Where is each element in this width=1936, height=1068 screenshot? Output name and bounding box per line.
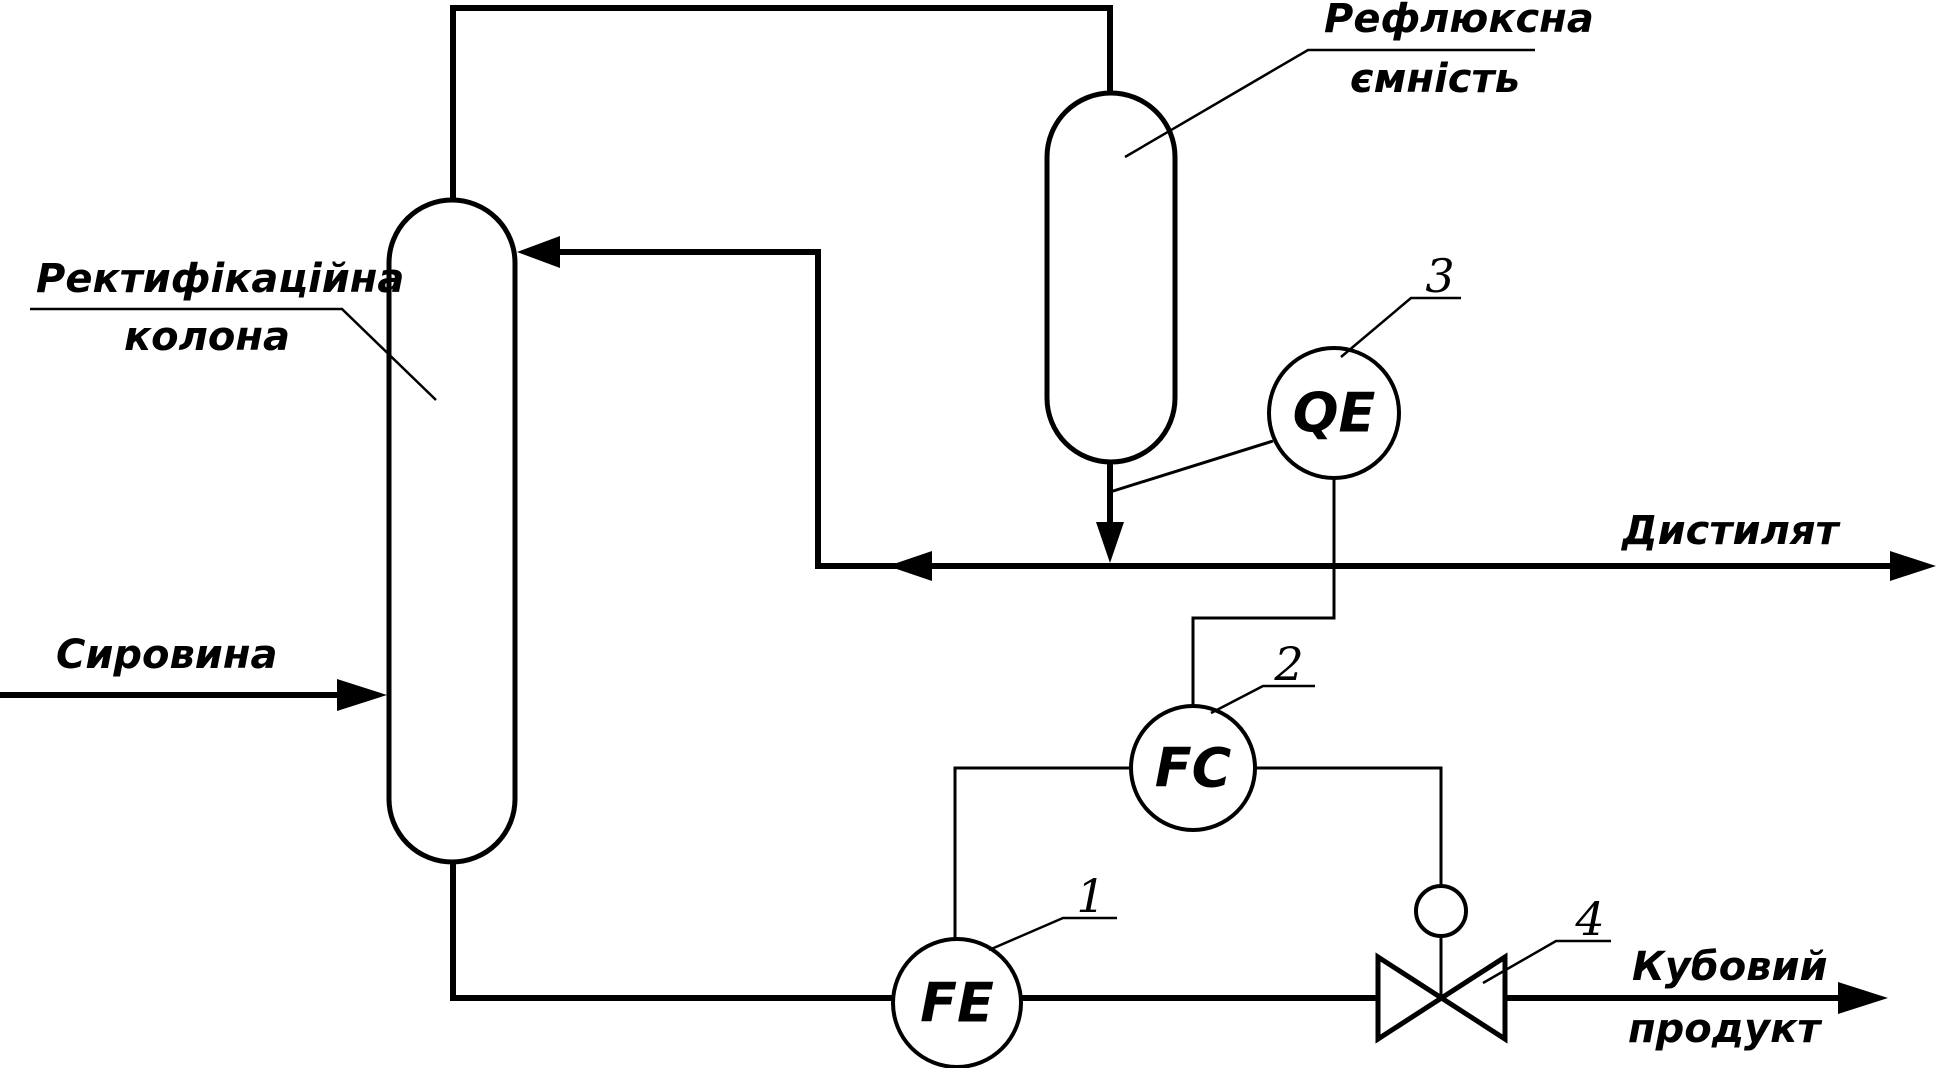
arrow-reflux-down <box>1096 522 1124 563</box>
instrument-fc-number: 2 <box>1273 637 1303 691</box>
distillate-label: Дистилят <box>1620 508 1842 554</box>
instrument-qe-label: QE <box>1293 382 1376 445</box>
valve-number: 4 <box>1574 892 1604 946</box>
bottoms-label-line1: Кубовий <box>1632 944 1828 990</box>
arrow-distillate-left <box>888 551 932 581</box>
arrow-feed-in <box>337 679 387 711</box>
leader-fc <box>1210 684 1315 715</box>
pipe-bottoms <box>450 862 893 1001</box>
instrument-fc-label: FC <box>1155 737 1232 800</box>
valve-actuator <box>1414 884 1468 938</box>
instrument-qe-bubble <box>1267 346 1401 480</box>
signal-qe-to-fc <box>1191 478 1336 708</box>
reflux-label-line1: Рефлюксна <box>1324 0 1594 42</box>
arrow-reflux-into-column <box>517 236 560 268</box>
reflux-drum <box>1044 90 1178 465</box>
reflux-label-line2: ємність <box>1350 56 1520 102</box>
pipe-column-overhead <box>450 5 1113 200</box>
feed-label: Сировина <box>56 632 277 678</box>
instrument-fe-number: 1 <box>1076 869 1105 923</box>
instrument-qe-number: 3 <box>1425 249 1454 303</box>
bottoms-label-line2: продукт <box>1628 1006 1823 1052</box>
pipe-reflux-to-column <box>548 249 932 569</box>
leader-reflux <box>1124 48 1535 159</box>
instrument-fe-bubble <box>891 937 1023 1068</box>
arrow-distillate-right <box>1890 551 1936 581</box>
column-label-line2: колона <box>124 314 290 360</box>
arrow-bottoms-out <box>1838 982 1888 1014</box>
instrument-fe-label: FE <box>920 972 994 1035</box>
leader-qe <box>1340 296 1461 358</box>
rectification-column <box>386 197 518 865</box>
control-valve-body <box>1375 952 1508 1044</box>
leader-fe <box>988 916 1117 952</box>
column-label-line1: Ректифікаційна <box>36 256 404 302</box>
instrument-fc-bubble <box>1129 704 1257 832</box>
signal-fc-to-fe <box>953 766 1131 941</box>
leader-column <box>30 307 437 401</box>
signal-qe-to-sample-point <box>1109 439 1274 494</box>
leader-valve <box>1482 939 1611 985</box>
signal-fc-to-actuator <box>1255 766 1443 886</box>
